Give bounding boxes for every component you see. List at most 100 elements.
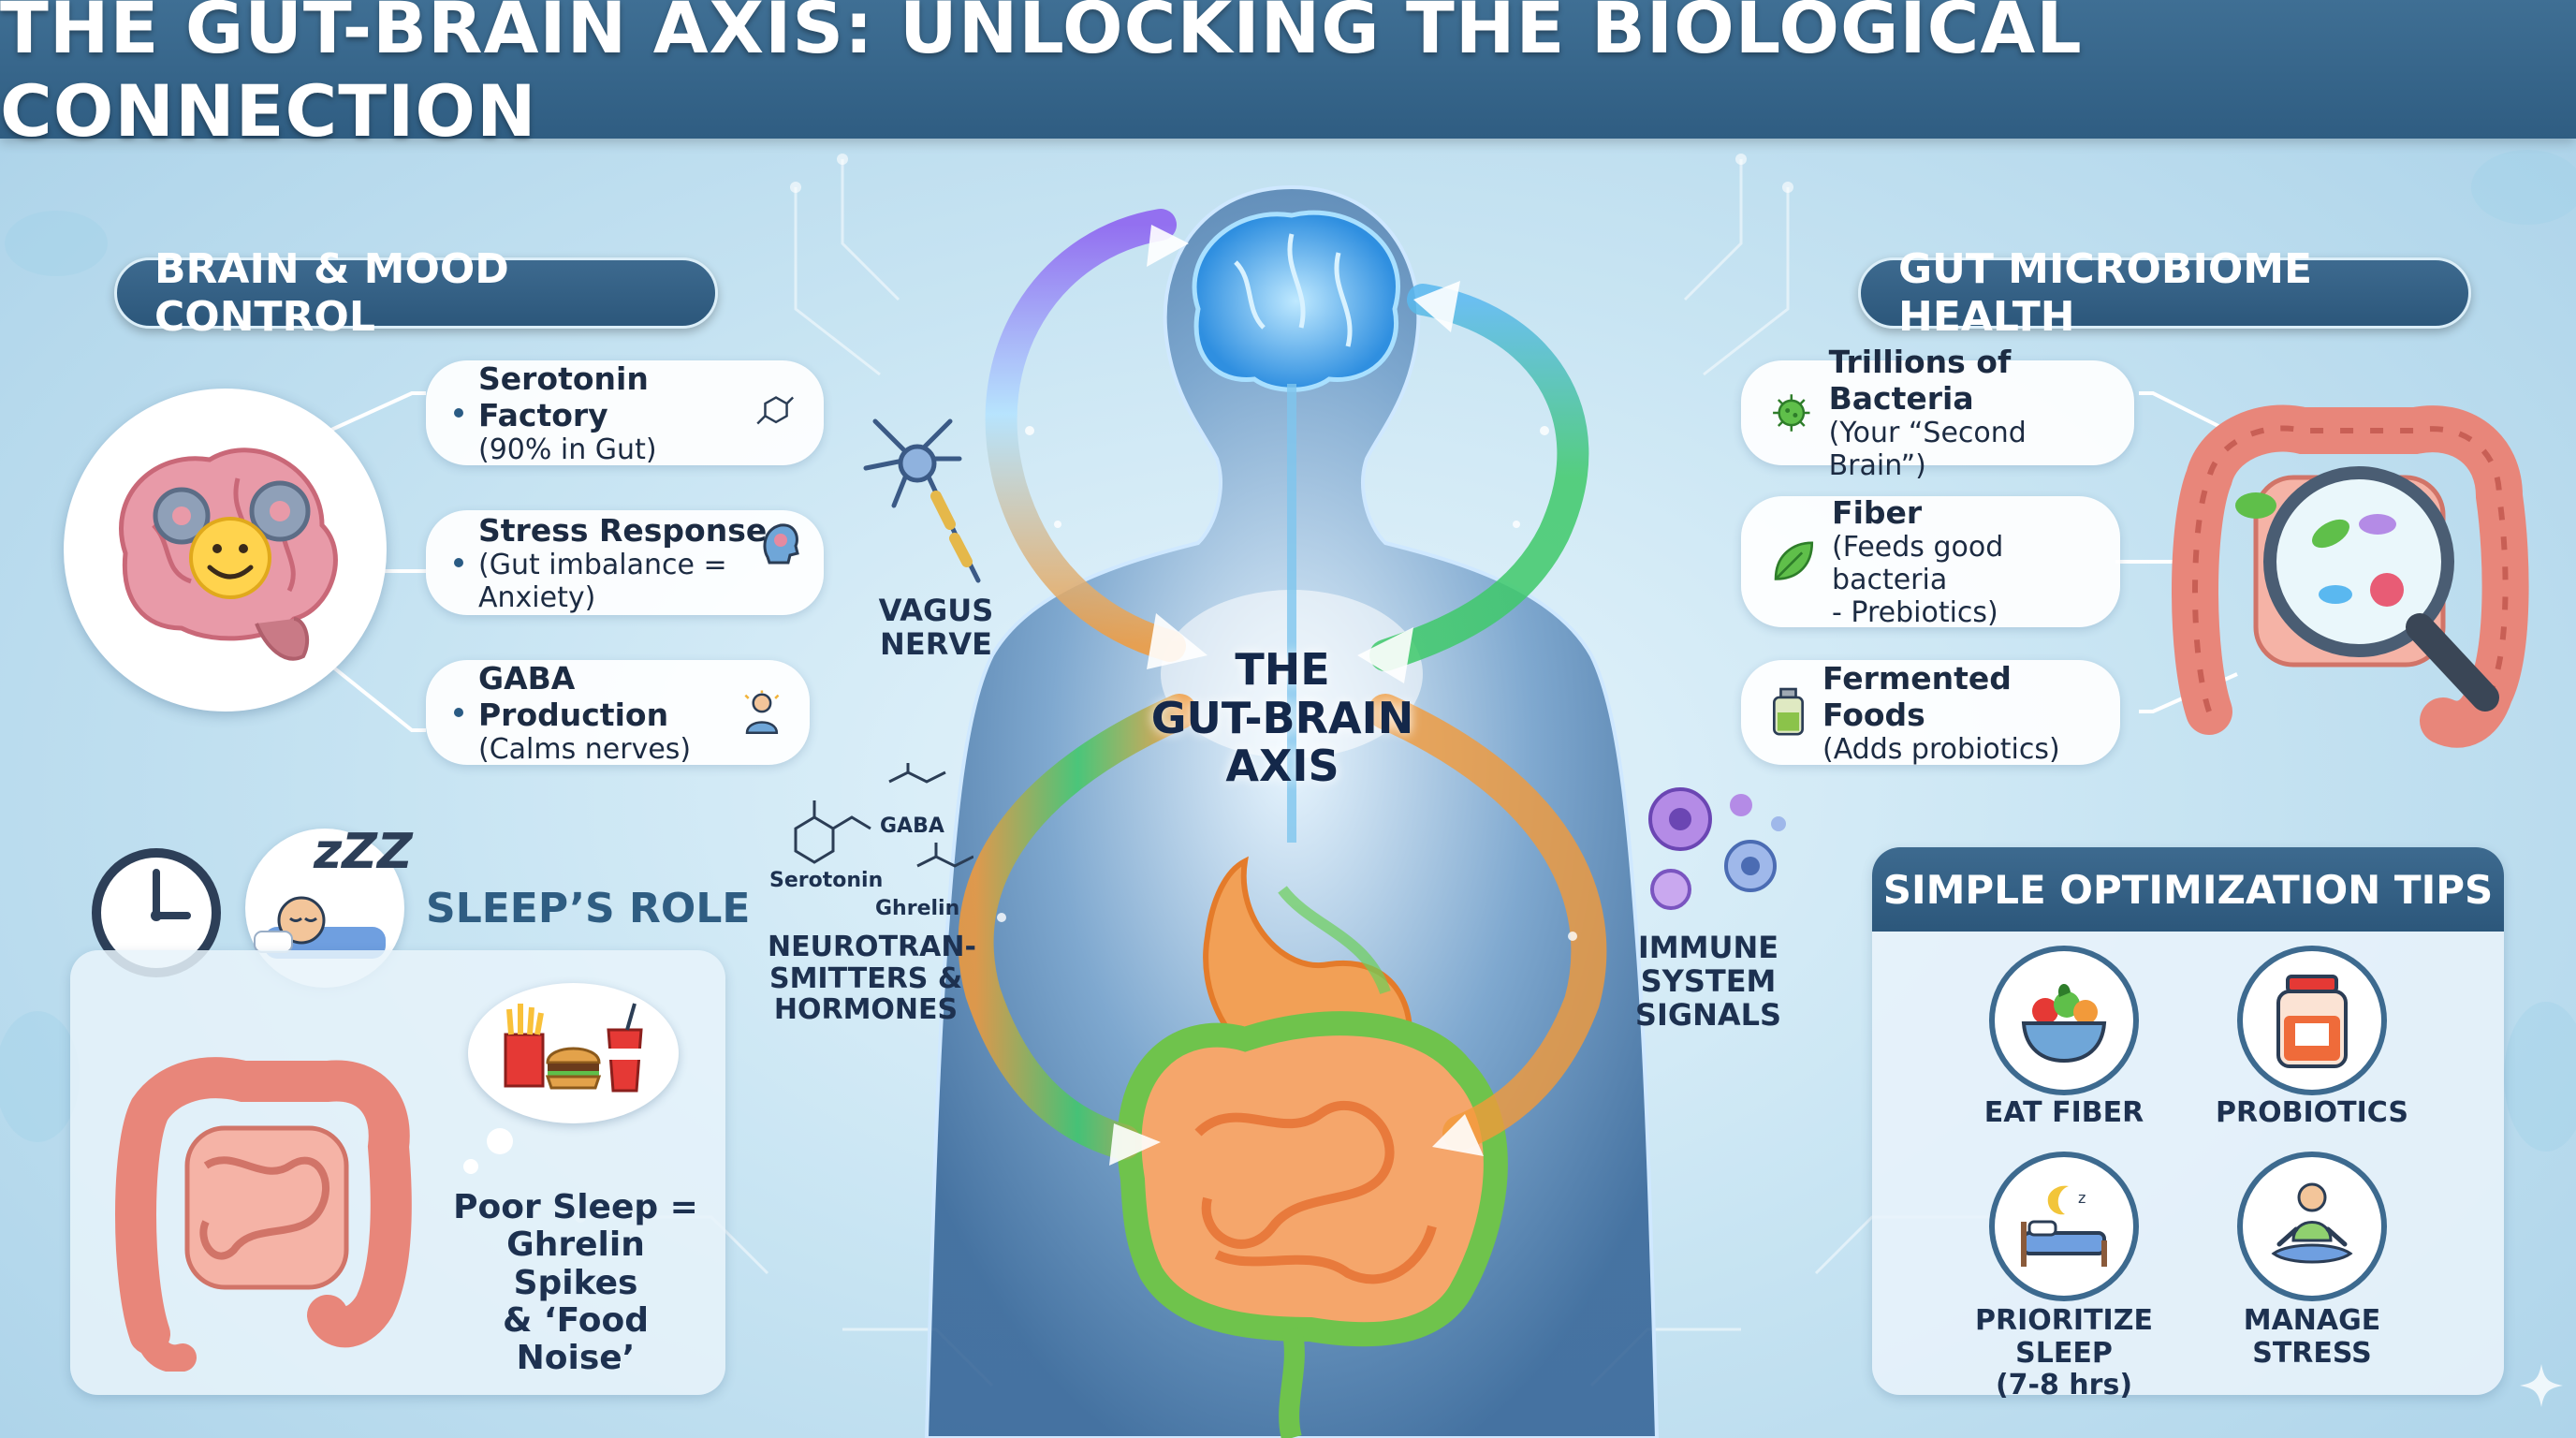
center-label-line1: THE: [1235, 644, 1330, 695]
neurotransmitter-molecules-icon: [794, 763, 973, 868]
main-title: THE GUT-BRAIN AXIS: UNLOCKING THE BIOLOG…: [0, 0, 2083, 153]
neuron-icon: [863, 418, 981, 583]
gaba-card: GABA Production (Calms nerves): [426, 659, 810, 766]
serotonin-detail: (90% in Gut): [478, 433, 657, 466]
bacteria-card: Trillions of Bacteria (Your “Second Brai…: [1741, 344, 2134, 482]
immune-cells-icon: [1648, 787, 1786, 910]
poor-sleep-text: Poor Sleep = Ghrelin Spikes & ‘Food Nois…: [440, 1188, 711, 1378]
ghrelin-molecule-label: Ghrelin: [875, 897, 960, 920]
tip-sleep-line2: (7-8 hrs): [1995, 1369, 2133, 1401]
fiber-title: Fiber: [1832, 494, 1923, 531]
brain-mood-heading-text: BRAIN & MOOD CONTROL: [154, 245, 509, 341]
sleep-heading: SLEEP’S ROLE: [426, 885, 751, 932]
fiber-detail-2: - Prebiotics): [1832, 596, 1998, 629]
neuro-line2: SMITTERS &: [768, 961, 963, 995]
fiber-detail: (Feeds good bacteria: [1832, 531, 2004, 596]
neuro-line1: NEUROTRAN-: [768, 931, 976, 963]
sparkle-icon: [2520, 1364, 2563, 1407]
eat-fiber-label: EAT FIBER: [1942, 1096, 2186, 1130]
gaba-title: GABA Production: [478, 659, 669, 733]
lower-right-loop: [1368, 694, 1607, 1151]
salad-bowl-icon: [2021, 983, 2107, 1064]
sleep-line1: Poor Sleep =: [453, 1188, 698, 1226]
stress-title: Stress Response: [478, 511, 768, 549]
bacteria-title: Trillions of Bacteria: [1828, 344, 2012, 417]
lower-left-loop: [958, 694, 1197, 1160]
immune-line2: SYSTEM: [1640, 962, 1777, 999]
serotonin-title: Serotonin Factory: [478, 360, 649, 433]
prioritize-sleep-circle: z: [1989, 1152, 2139, 1301]
serotonin-card: Serotonin Factory (90% in Gut): [426, 360, 824, 466]
vagus-nerve-label: VAGUS NERVE: [861, 594, 1011, 662]
bullet: [454, 558, 463, 567]
brain-mood-illustration: [64, 389, 387, 712]
fiber-card: Fiber (Feeds good bacteria - Prebiotics): [1741, 494, 2120, 629]
eat-fiber-circle: [1989, 946, 2139, 1095]
food-thought-bubble: [468, 983, 679, 1123]
vagus-line2: NERVE: [880, 625, 992, 662]
fermented-title: Fermented Foods: [1822, 659, 2012, 733]
neuro-line3: HORMONES: [773, 993, 959, 1027]
bullet: [454, 408, 463, 418]
bullet: [454, 708, 463, 717]
intestines-icon: [1117, 1011, 1508, 1438]
neurotransmitters-label: NEUROTRAN- SMITTERS & HORMONES: [768, 931, 976, 1027]
stress-detail: (Gut imbalance = Anxiety): [478, 548, 727, 614]
tips-panel: [1872, 847, 2504, 1395]
bed-moon-icon: z: [2021, 1185, 2107, 1267]
leaf-icon: [1774, 541, 1814, 580]
gut-magnifier-illustration: [2172, 404, 2529, 748]
tips-heading-bar: SIMPLE OPTIMIZATION TIPS: [1872, 847, 2504, 932]
vagus-line1: VAGUS: [878, 593, 994, 628]
manage-stress-label: MANAGE STRESS: [2190, 1304, 2434, 1370]
intestine-illustration: [115, 1057, 412, 1372]
title-bar: THE GUT-BRAIN AXIS: UNLOCKING THE BIOLOG…: [0, 0, 2576, 153]
serotonin-molecule-label: Serotonin: [769, 869, 884, 892]
brain-icon: [1192, 210, 1400, 392]
bacteria-icon: [1773, 394, 1810, 432]
brain-mood-heading: BRAIN & MOOD CONTROL: [114, 245, 718, 341]
molecule-icon: [755, 396, 794, 425]
gaba-detail: (Calms nerves): [478, 732, 692, 766]
tips-heading: SIMPLE OPTIMIZATION TIPS: [1882, 866, 2494, 913]
immune-line1: IMMUNE: [1637, 930, 1779, 965]
clock-icon: [92, 848, 221, 977]
tip-eat-fiber-line1: EAT FIBER: [1983, 1096, 2144, 1129]
svg-text:z: z: [2078, 1189, 2086, 1207]
bubble-dot-2: [463, 1159, 478, 1174]
sleep-line3: & ‘Food Noise’: [503, 1300, 649, 1378]
gaba-molecule-label: GABA: [880, 814, 944, 838]
sleep-line2: Ghrelin Spikes: [506, 1225, 645, 1302]
fast-food-icon: [504, 1003, 643, 1093]
tip-stress-line1: MANAGE: [2243, 1304, 2381, 1337]
manage-stress-circle: [2237, 1152, 2387, 1301]
probiotics-label: PROBIOTICS: [2190, 1096, 2434, 1130]
center-axis-label: THE GUT-BRAIN AXIS: [1105, 644, 1460, 792]
fermented-detail: (Adds probiotics): [1822, 732, 2060, 766]
fermented-card: Fermented Foods (Adds probiotics): [1741, 659, 2120, 766]
zzz-text: zZZ: [314, 824, 413, 880]
prioritize-sleep-label: PRIORITIZE SLEEP (7-8 hrs): [1924, 1304, 2204, 1402]
bubble-dot-1: [487, 1128, 513, 1154]
jar-icon: [1773, 687, 1804, 736]
center-label-line2: GUT-BRAIN: [1150, 692, 1414, 743]
tip-stress-line2: STRESS: [2252, 1336, 2372, 1370]
gut-health-heading-text: GUT MICROBIOME HEALTH: [1898, 245, 2313, 341]
upper-left-loop: [985, 209, 1186, 662]
probiotics-circle: [2237, 946, 2387, 1095]
head-gear-icon: [763, 523, 799, 565]
tip-sleep-line1: PRIORITIZE SLEEP: [1975, 1304, 2153, 1370]
calm-person-icon: [744, 690, 780, 735]
kimchi-jar-icon: [2276, 975, 2348, 1068]
happy-brain-icon: [119, 448, 338, 661]
stress-card: Stress Response (Gut imbalance = Anxiety…: [426, 510, 824, 615]
gut-health-heading: GUT MICROBIOME HEALTH: [1858, 245, 2471, 341]
bacteria-detail: (Your “Second Brain”): [1828, 417, 2027, 482]
immune-signals-label: IMMUNE SYSTEM SIGNALS: [1633, 930, 1783, 1033]
upper-right-loop: [1369, 284, 1589, 671]
meditation-icon: [2271, 1182, 2353, 1264]
tip-probiotics-line1: PROBIOTICS: [2216, 1096, 2408, 1129]
center-label-line3: AXIS: [1225, 741, 1339, 792]
immune-line3: SIGNALS: [1634, 996, 1782, 1033]
